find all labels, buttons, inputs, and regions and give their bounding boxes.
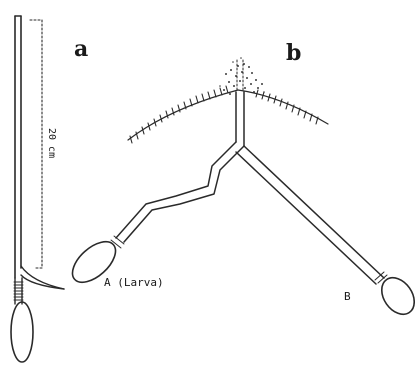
panel-a-label: a — [74, 36, 88, 62]
panel-b-label: b — [286, 40, 301, 66]
scale-label: 20 cm — [46, 128, 57, 158]
larva-label: A (Larva) — [104, 276, 164, 289]
scale-bar — [30, 20, 42, 268]
burrow-b-label: B — [344, 290, 351, 303]
soil-surface — [128, 86, 328, 143]
sand-mound — [219, 57, 265, 95]
panel-a-burrow — [11, 16, 64, 362]
